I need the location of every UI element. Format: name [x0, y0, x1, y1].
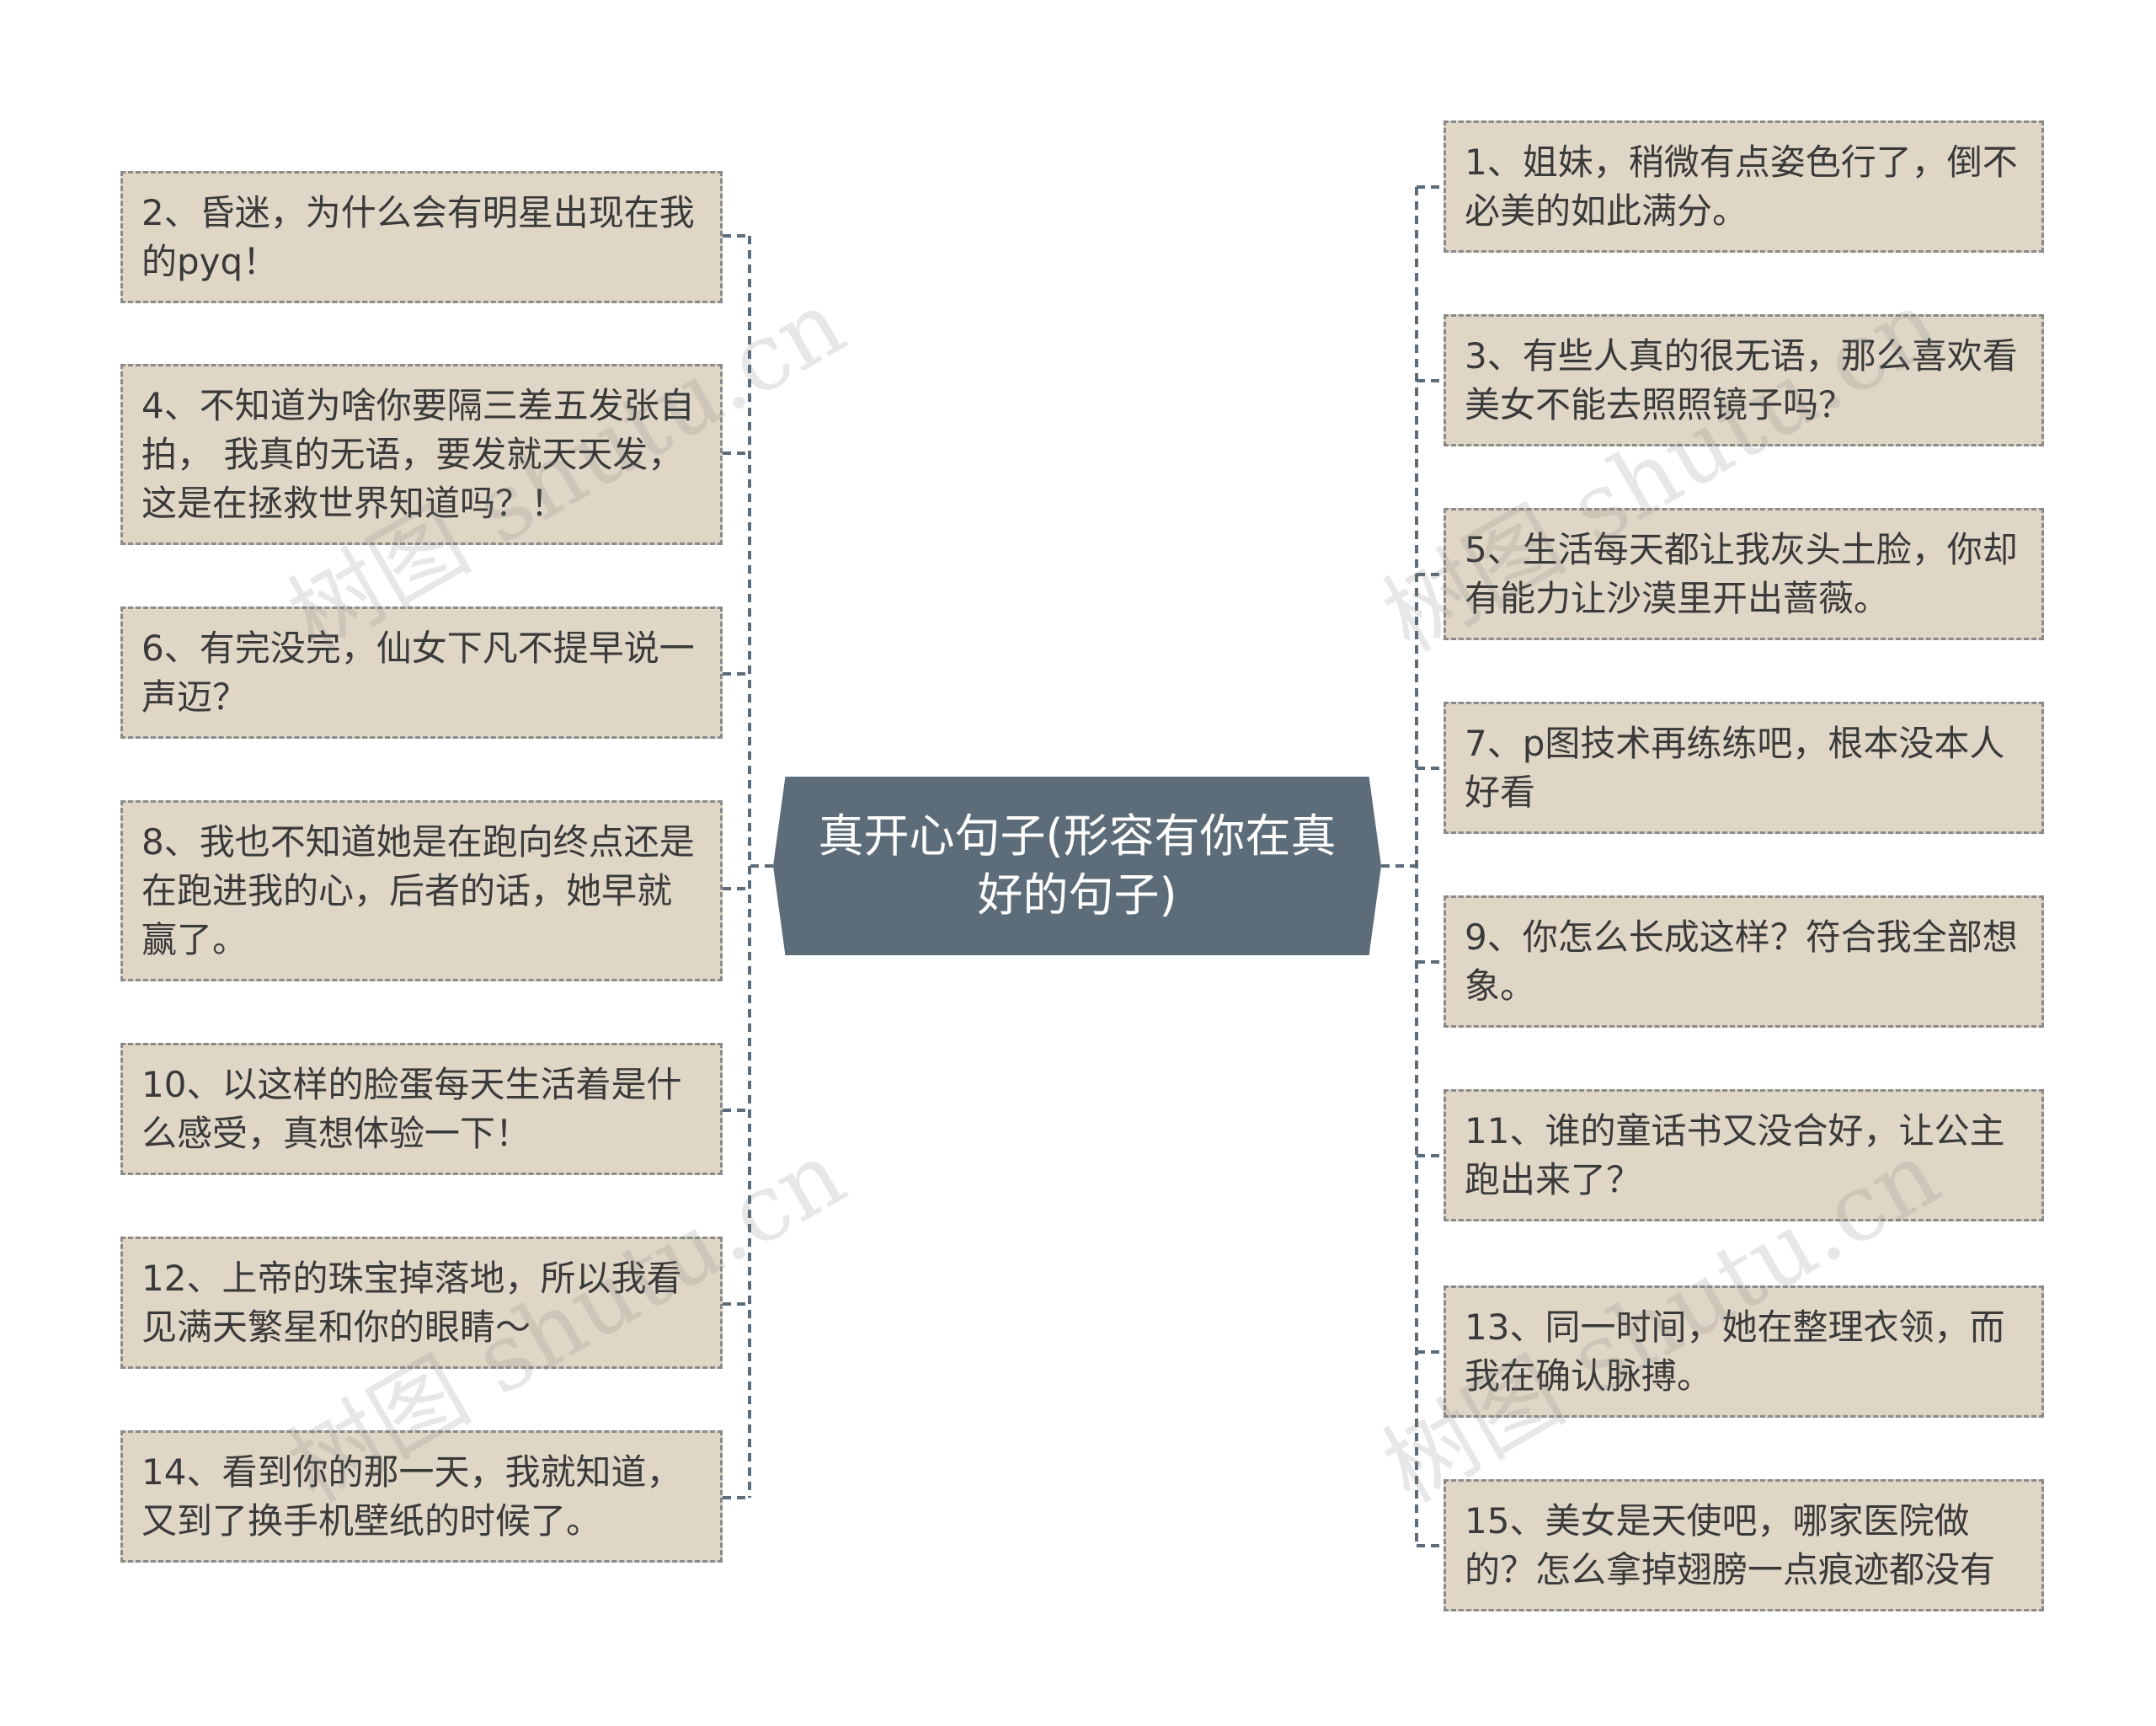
node-text: 13、同一时间，她在整理衣领，而我在确认脉搏。 [1465, 1307, 2005, 1397]
right-trunk-line [1381, 187, 1418, 1546]
right-node-3[interactable]: 3、有些人真的很无语，那么喜欢看美女不能去照照镜子吗？ [1444, 314, 2044, 446]
central-topic[interactable]: 真开心句子(形容有你在真好的句子) [773, 777, 1381, 955]
node-text: 9、你怎么长成这样？符合我全部想象。 [1465, 916, 2018, 1007]
central-topic-label: 真开心句子(形容有你在真好的句子) [818, 810, 1337, 922]
right-node-11[interactable]: 11、谁的童话书又没合好，让公主跑出来了？ [1444, 1089, 2044, 1221]
node-text: 15、美女是天使吧，哪家医院做的？怎么拿掉翅膀一点痕迹都没有 [1465, 1500, 1996, 1590]
left-node-6[interactable]: 6、有完没完，仙女下凡不提早说一声迈？ [120, 607, 723, 739]
node-text: 7、p图技术再练练吧，根本没本人好看 [1465, 723, 2005, 813]
left-node-14[interactable]: 14、看到你的那一天，我就知道，又到了换手机壁纸的时候了。 [120, 1430, 723, 1563]
right-node-5[interactable]: 5、生活每天都让我灰头土脸，你却有能力让沙漠里开出蔷薇。 [1444, 508, 2044, 640]
left-node-8[interactable]: 8、我也不知道她是在跑向终点还是在跑进我的心，后者的话，她早就赢了。 [120, 800, 723, 981]
node-text: 6、有完没完，仙女下凡不提早说一声迈？ [141, 628, 695, 718]
node-text: 3、有些人真的很无语，那么喜欢看美女不能去照照镜子吗？ [1465, 335, 2018, 425]
left-node-4[interactable]: 4、不知道为啥你要隔三差五发张自拍， 我真的无语，要发就天天发，这是在拯救世界知… [120, 364, 723, 545]
left-node-12[interactable]: 12、上帝的珠宝掉落地，所以我看见满天繁星和你的眼睛～ [120, 1237, 723, 1369]
node-text: 4、不知道为啥你要隔三差五发张自拍， 我真的无语，要发就天天发，这是在拯救世界知… [141, 385, 695, 524]
node-text: 8、我也不知道她是在跑向终点还是在跑进我的心，后者的话，她早就赢了。 [141, 821, 695, 960]
right-node-1[interactable]: 1、姐妹，稍微有点姿色行了，倒不必美的如此满分。 [1444, 120, 2044, 253]
left-node-2[interactable]: 2、昏迷，为什么会有明星出现在我的pyq！ [120, 171, 723, 303]
node-text: 12、上帝的珠宝掉落地，所以我看见满天繁星和你的眼睛～ [141, 1258, 682, 1348]
left-trunk-line [748, 236, 773, 1498]
right-node-13[interactable]: 13、同一时间，她在整理衣领，而我在确认脉搏。 [1444, 1285, 2044, 1418]
right-node-7[interactable]: 7、p图技术再练练吧，根本没本人好看 [1444, 702, 2044, 834]
node-text: 11、谁的童话书又没合好，让公主跑出来了？ [1465, 1110, 2005, 1200]
node-text: 2、昏迷，为什么会有明星出现在我的pyq！ [141, 192, 695, 282]
left-node-10[interactable]: 10、以这样的脸蛋每天生活着是什么感受，真想体验一下！ [120, 1043, 723, 1175]
node-text: 1、姐妹，稍微有点姿色行了，倒不必美的如此满分。 [1465, 142, 2018, 232]
node-text: 14、看到你的那一天，我就知道，又到了换手机壁纸的时候了。 [141, 1451, 682, 1542]
node-text: 5、生活每天都让我灰头土脸，你却有能力让沙漠里开出蔷薇。 [1465, 529, 2018, 619]
right-node-15[interactable]: 15、美女是天使吧，哪家医院做的？怎么拿掉翅膀一点痕迹都没有 [1444, 1479, 2044, 1611]
right-node-9[interactable]: 9、你怎么长成这样？符合我全部想象。 [1444, 895, 2044, 1028]
node-text: 10、以这样的脸蛋每天生活着是什么感受，真想体验一下！ [141, 1064, 682, 1154]
